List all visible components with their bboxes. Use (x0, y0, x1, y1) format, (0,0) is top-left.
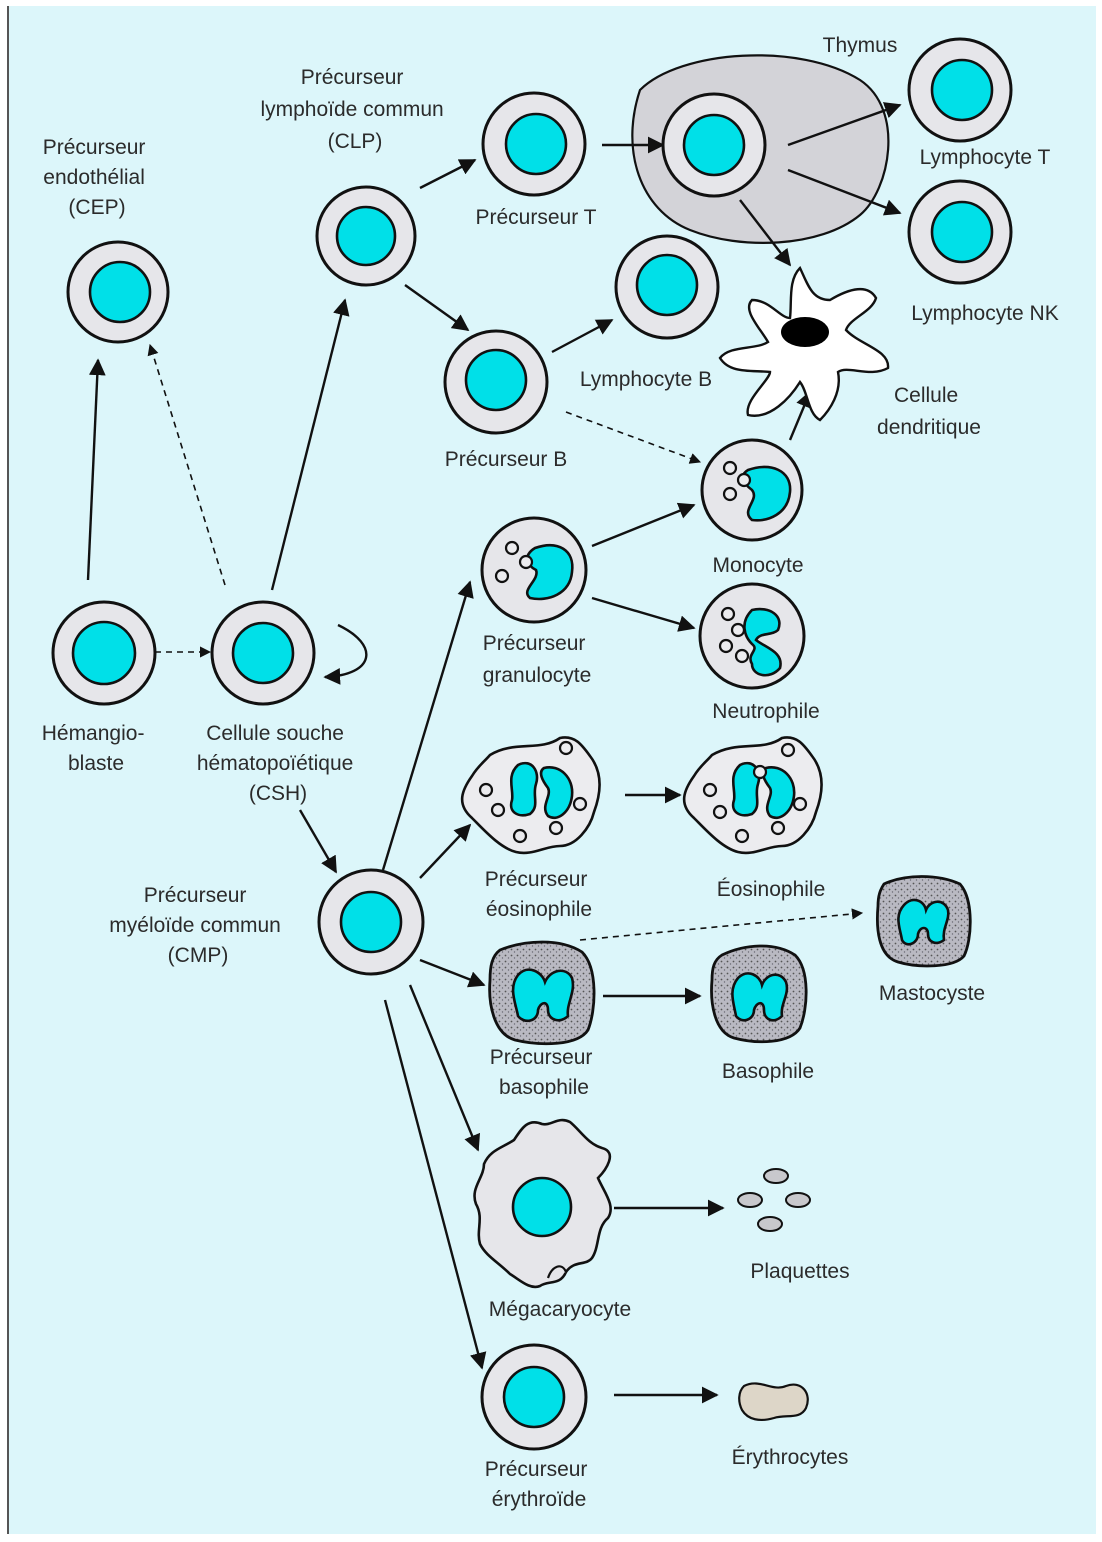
label-lymphocyte-b: Lymphocyte B (580, 368, 712, 391)
cell-mastocyste (877, 877, 970, 966)
cell-clp (317, 187, 415, 285)
cell-precurseur-basophile (490, 942, 594, 1044)
cell-precurseur-erythroide (482, 1345, 586, 1449)
cell-basophile (712, 946, 807, 1042)
label-thymus: Thymus (823, 34, 898, 57)
label-lymphocyte-t: Lymphocyte T (920, 146, 1051, 169)
label-plaquettes: Plaquettes (750, 1260, 849, 1283)
cell-precurseur-t (483, 93, 585, 195)
label-lymphocyte-nk: Lymphocyte NK (911, 302, 1058, 325)
cell-precurseur-granulocyte (482, 518, 586, 622)
label-precurseur-b: Précurseur B (445, 448, 568, 471)
cell-monocyte (702, 440, 802, 540)
label-erythrocytes: Érythrocytes (732, 1446, 849, 1469)
cell-neutrophile (700, 584, 804, 688)
cell-hemangioblaste (53, 602, 155, 704)
label-eosinophile: Éosinophile (717, 878, 826, 901)
cell-csh (212, 602, 314, 704)
label-mastocyste: Mastocyste (879, 982, 985, 1005)
label-megacaryocyte: Mégacaryocyte (489, 1298, 631, 1321)
cell-cep (68, 242, 168, 342)
cell-precurseur-b (445, 331, 547, 433)
erythrocyte-shape (739, 1383, 808, 1419)
label-monocyte: Monocyte (712, 554, 803, 577)
cell-lymphocyte-b (616, 236, 718, 338)
cell-lymphocyte-nk (909, 181, 1011, 283)
cell-lymphocyte-t (909, 39, 1011, 141)
label-neutrophile: Neutrophile (712, 700, 819, 723)
cell-thymus-inner (663, 94, 765, 196)
cell-cmp (319, 870, 423, 974)
label-basophile: Basophile (722, 1060, 814, 1083)
label-precurseur-t: Précurseur T (476, 206, 597, 229)
